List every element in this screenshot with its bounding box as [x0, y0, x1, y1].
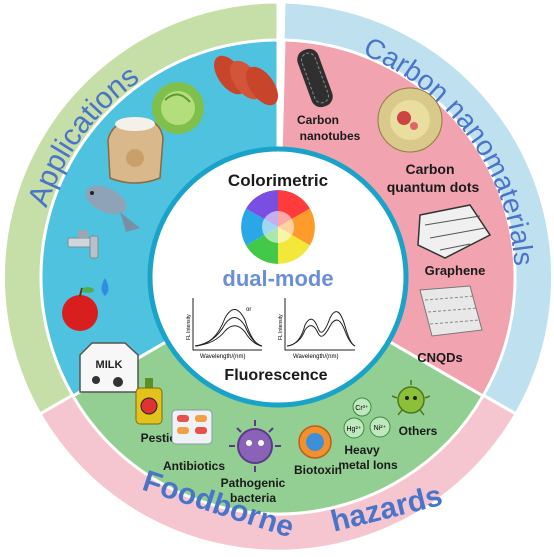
fluorescence-plot-left: FL Intensity Wavelength/(nm) or: [186, 298, 263, 360]
heavy-metal-label-2: metal Ions: [338, 458, 398, 472]
flour-sack-icon: [107, 117, 164, 184]
cnqd-icon: [419, 285, 483, 337]
milk-carton-label: MILK: [96, 359, 123, 371]
antibiotics-label: Antibiotics: [163, 459, 225, 473]
pesticide-bottle-icon: [135, 378, 163, 425]
nanotube-icon: [297, 48, 333, 108]
water-drop-icon: [101, 278, 109, 296]
others-label: Others: [399, 424, 438, 438]
faucet-icon: [67, 230, 99, 259]
quantum-dot-icon: [377, 87, 443, 153]
ion-bubble-icon: Cr³⁺ Hg²⁺ Ni²⁺: [343, 397, 391, 439]
fish-icon: [85, 185, 140, 232]
plot-right-y-label: FL Intensity: [278, 314, 284, 340]
virus-icon: [229, 420, 281, 472]
milk-carton-icon: MILK: [79, 342, 139, 393]
carbon-nanotubes-label-2: nanotubes: [300, 129, 361, 143]
microbe-icon: [391, 380, 431, 416]
plot-right-x-label: Wavelength/(nm): [293, 354, 338, 360]
fluorescence-plot-right: FL Intensity Wavelength/(nm): [278, 298, 356, 360]
cabbage-icon: [152, 82, 204, 134]
cnqds-label: CNQDs: [417, 350, 463, 365]
graphene-label: Graphene: [425, 263, 486, 278]
pathogenic-label-1: Pathogenic: [221, 476, 286, 490]
plot-left-annotation: or: [246, 307, 251, 313]
apple-icon: [62, 287, 98, 331]
carbon-quantum-dots-label-1: Carbon: [406, 161, 455, 177]
biotoxin-label: Biotoxin: [294, 463, 342, 477]
ion-label-ni: Ni²⁺: [374, 425, 387, 432]
carbon-nanotubes-label-1: Carbon: [297, 113, 339, 127]
carbon-quantum-dots-label-2: quantum dots: [387, 179, 480, 195]
sausage-icon: [214, 55, 278, 106]
pathogenic-label-2: bacteria: [230, 491, 276, 505]
pill-blister-icon: [171, 409, 213, 445]
colorimetric-label: Colorimetric: [228, 171, 328, 190]
fluorescence-label: Fluorescence: [224, 367, 327, 384]
heavy-metal-label-1: Heavy: [344, 443, 380, 457]
graphene-icon: [417, 204, 492, 259]
biotoxin-icon: [298, 425, 332, 459]
ion-label-hg: Hg²⁺: [347, 426, 362, 433]
ion-label-cr: Cr³⁺: [355, 405, 369, 412]
plot-left-x-label: Wavelength/(nm): [200, 354, 245, 360]
dual-mode-label: dual-mode: [222, 266, 333, 291]
plot-left-y-label: FL Intensity: [186, 314, 192, 340]
color-wheel-icon: [241, 190, 315, 264]
